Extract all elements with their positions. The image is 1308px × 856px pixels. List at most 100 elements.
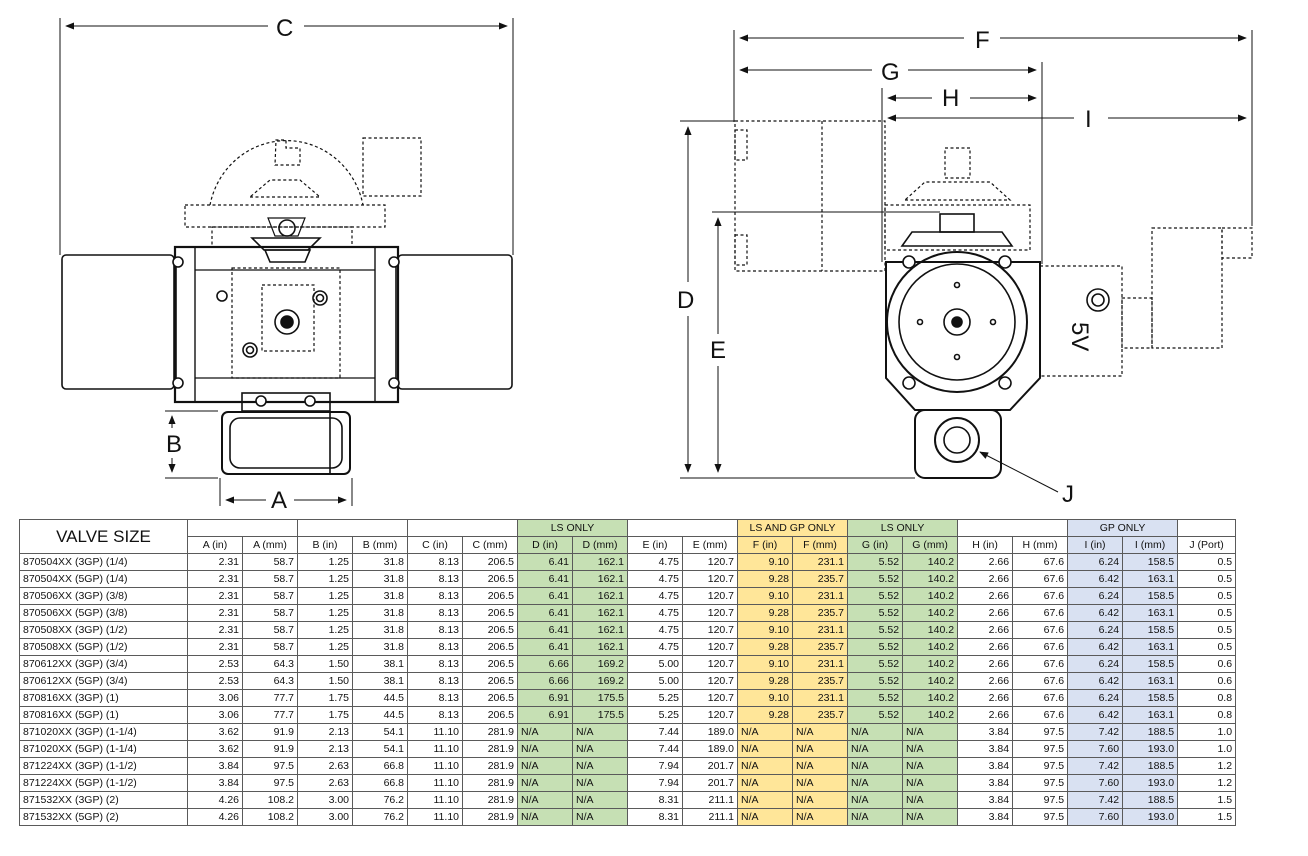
table-cell: 211.1 [682, 808, 739, 826]
table-cell: 9.10 [737, 587, 794, 605]
column-header-row: A (in)A (mm)B (in)B (mm)C (in)C (mm)D (i… [20, 536, 1237, 554]
table-cell: 169.2 [571, 672, 629, 690]
table-cell: N/A [902, 808, 959, 826]
table-cell: 2.66 [957, 689, 1014, 707]
table-cell: 206.5 [462, 553, 518, 571]
table-cell: 2.53 [187, 655, 243, 673]
table-cell: 1.0 [1177, 740, 1237, 758]
table-cell: 2.66 [957, 672, 1014, 690]
table-cell: 11.10 [407, 740, 463, 758]
dim-label-i: I [1085, 106, 1092, 133]
table-cell: 6.42 [1067, 706, 1124, 724]
valve-dimension-drawing: 5V C A B F G H I D E J [59, 15, 1253, 514]
table-cell: 2.66 [957, 655, 1014, 673]
table-cell: 1.25 [297, 621, 353, 639]
table-cell: 3.84 [187, 757, 243, 775]
table-cell: 3.84 [957, 808, 1014, 826]
table-cell: 108.2 [242, 808, 298, 826]
table-cell: 4.75 [627, 638, 684, 656]
table-cell: 0.5 [1177, 604, 1237, 622]
table-cell: 31.8 [352, 621, 408, 639]
table-cell: 1.75 [297, 706, 353, 724]
dim-label-a: A [271, 487, 287, 514]
table-cell: 162.1 [571, 553, 629, 571]
table-cell: 5.25 [627, 706, 684, 724]
table-cell: 31.8 [352, 553, 408, 571]
table-cell: 158.5 [1122, 621, 1179, 639]
table-cell: 235.7 [792, 570, 849, 588]
table-cell: 5.52 [847, 689, 904, 707]
table-cell: 7.60 [1067, 740, 1124, 758]
table-cell: N/A [792, 757, 849, 775]
table-cell: 6.42 [1067, 604, 1124, 622]
table-cell: 64.3 [242, 672, 298, 690]
table-cell: 3.84 [957, 757, 1014, 775]
table-cell: 9.28 [737, 706, 794, 724]
group-header-g: LS ONLY [847, 519, 959, 537]
group-header-i: GP ONLY [1067, 519, 1179, 537]
table-cell: 169.2 [571, 655, 629, 673]
table-cell: 0.5 [1177, 621, 1237, 639]
dim-label-d: D [677, 287, 694, 314]
table-cell: 6.24 [1067, 553, 1124, 571]
dimension-table: VALVE SIZE LS ONLY LS AND GP ONLY LS ONL… [19, 519, 1237, 826]
table-cell: 9.10 [737, 553, 794, 571]
table-cell: 2.13 [297, 740, 353, 758]
table-cell: 8.13 [407, 570, 463, 588]
table-cell: 67.6 [1012, 638, 1069, 656]
table-cell: 2.66 [957, 621, 1014, 639]
table-cell: 8.13 [407, 587, 463, 605]
table-cell: 6.41 [517, 604, 573, 622]
dim-label-j: J [1062, 481, 1074, 508]
table-cell: 54.1 [352, 740, 408, 758]
table-cell: N/A [847, 723, 904, 741]
table-cell: 206.5 [462, 638, 518, 656]
table-cell: 6.41 [517, 570, 573, 588]
group-header-e [627, 519, 739, 537]
table-cell: 91.9 [242, 740, 298, 758]
table-cell: 6.66 [517, 672, 573, 690]
table-cell: 3.84 [957, 723, 1014, 741]
table-cell: 1.2 [1177, 757, 1237, 775]
table-cell: 201.7 [682, 774, 739, 792]
table-cell: 3.84 [957, 791, 1014, 809]
front-view [61, 137, 513, 475]
table-cell: 3.06 [187, 706, 243, 724]
table-cell: 9.10 [737, 689, 794, 707]
table-cell: 163.1 [1122, 570, 1179, 588]
table-cell: 193.0 [1122, 808, 1179, 826]
table-cell: 77.7 [242, 689, 298, 707]
table-cell: 235.7 [792, 706, 849, 724]
table-cell: 1.5 [1177, 808, 1237, 826]
table-cell: 67.6 [1012, 706, 1069, 724]
table-cell: 4.26 [187, 808, 243, 826]
table-cell: 1.25 [297, 604, 353, 622]
table-cell: 9.10 [737, 655, 794, 673]
table-cell: 158.5 [1122, 689, 1179, 707]
table-cell: 4.75 [627, 621, 684, 639]
table-cell: 7.42 [1067, 757, 1124, 775]
table-cell: 11.10 [407, 791, 463, 809]
column-header: B (in) [297, 536, 353, 554]
dim-label-c: C [276, 15, 293, 42]
column-header: I (in) [1067, 536, 1124, 554]
table-cell: 1.25 [297, 553, 353, 571]
table-cell: 0.5 [1177, 587, 1237, 605]
table-cell: 2.63 [297, 774, 353, 792]
table-cell: 163.1 [1122, 672, 1179, 690]
table-cell: 7.60 [1067, 774, 1124, 792]
table-cell: 158.5 [1122, 587, 1179, 605]
table-cell: 206.5 [462, 587, 518, 605]
table-cell: 67.6 [1012, 689, 1069, 707]
table-cell: 120.7 [682, 604, 739, 622]
table-cell: 188.5 [1122, 791, 1179, 809]
table-cell: 235.7 [792, 604, 849, 622]
table-cell: N/A [902, 723, 959, 741]
table-cell: 7.44 [627, 740, 684, 758]
table-cell: 3.84 [957, 740, 1014, 758]
table-cell: N/A [571, 774, 629, 792]
